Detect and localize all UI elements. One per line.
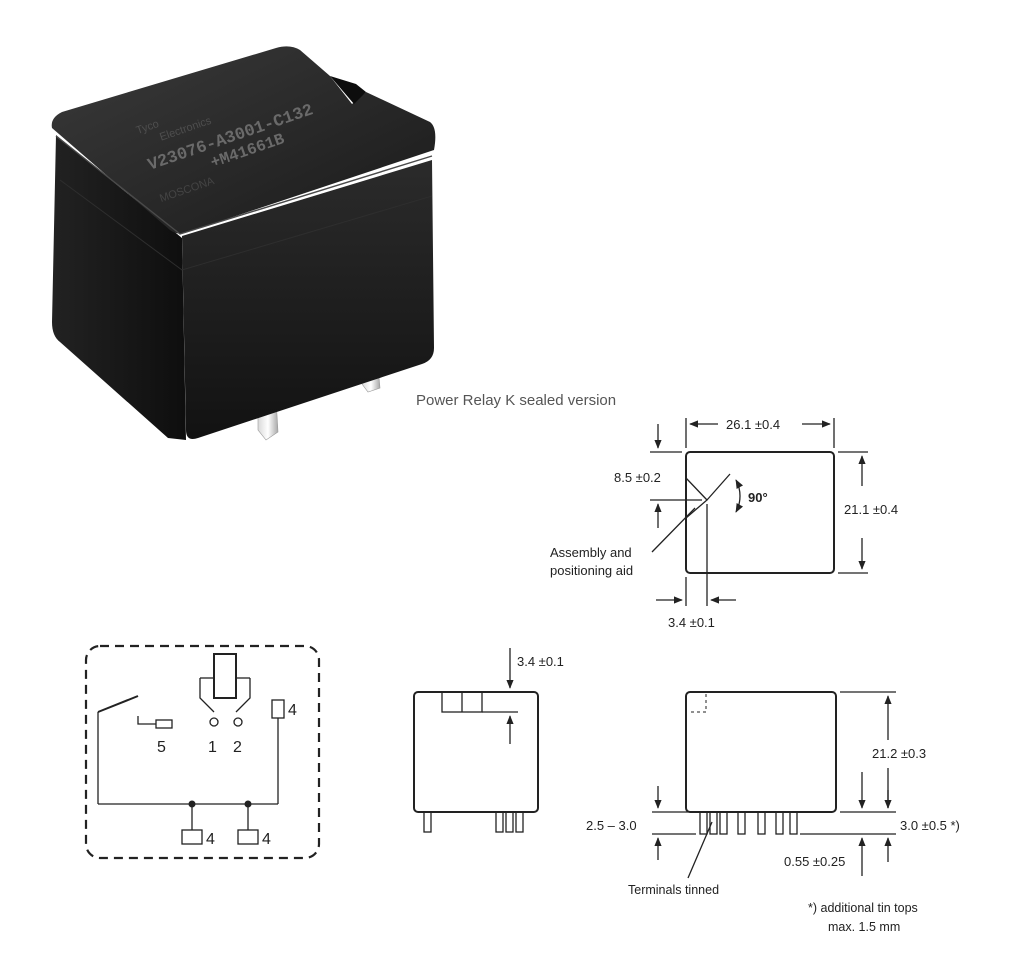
pin-length-dimension: 3.0 ±0.5 *)	[900, 818, 960, 833]
angle-label: 90°	[748, 490, 768, 505]
base-offset-dimension: 0.55 ±0.25	[784, 854, 845, 869]
assembly-aid-label-line2: positioning aid	[550, 563, 633, 578]
wiring-schematic: 1 2 5 4 4 4	[84, 644, 321, 860]
side-view-drawing: 21.2 ±0.3 3.0 ±0.5 *) 0.55 ±0.25 2.5 – 3…	[586, 691, 960, 934]
relay-top-face	[51, 46, 436, 234]
terminal-4-top-label: 4	[288, 702, 297, 719]
positioning-notch	[685, 477, 708, 519]
terminal-4-top-symbol	[271, 699, 285, 719]
front-top-dimension: 3.4 ±0.1	[517, 654, 564, 669]
offset-dimension: 3.4 ±0.1	[668, 615, 715, 630]
terminal-4-left-label: 4	[206, 831, 215, 848]
terminal-4-right-label: 4	[262, 831, 271, 848]
range-dimension: 2.5 – 3.0	[586, 818, 637, 833]
relay-front-face	[182, 160, 434, 439]
side-view-outline	[685, 691, 837, 813]
top-view-outline	[685, 451, 835, 574]
angle-arc	[735, 479, 744, 513]
drawing-title: Power Relay K sealed version	[416, 392, 616, 409]
relay-notch	[330, 76, 366, 104]
relay-left-face	[52, 135, 186, 440]
width-dimension: 26.1 ±0.4	[726, 417, 780, 432]
terminal-5-label: 5	[157, 739, 166, 756]
height-dimension: 21.1 ±0.4	[844, 502, 898, 517]
front-view-outline	[413, 691, 539, 813]
side-height-dimension: 21.2 ±0.3	[872, 746, 926, 761]
front-view-drawing: 3.4 ±0.1	[413, 648, 564, 833]
terminal-5-symbol	[155, 719, 173, 729]
schematic-border	[84, 644, 321, 860]
footnote-line-1: *) additional tin tops	[808, 901, 918, 915]
notch-dimension: 8.5 ±0.2	[614, 470, 661, 485]
relay-photo: Tyco Electronics V23076-A3001-C132 +M416…	[51, 46, 436, 441]
terminal-1-label: 1	[208, 739, 217, 756]
terminals-tinned-label: Terminals tinned	[628, 883, 719, 897]
terminal-4-left-symbol	[181, 829, 203, 845]
terminal-2-label: 2	[233, 739, 242, 756]
terminal-4-right-symbol	[237, 829, 259, 845]
coil-symbol	[213, 653, 237, 699]
top-view-drawing: 90° 26.1 ±0.4 21.1 ±0.4 8.5 ±0.2 Assembl…	[550, 417, 898, 630]
assembly-aid-label-line1: Assembly and	[550, 545, 632, 560]
footnote-line-2: max. 1.5 mm	[828, 920, 900, 934]
